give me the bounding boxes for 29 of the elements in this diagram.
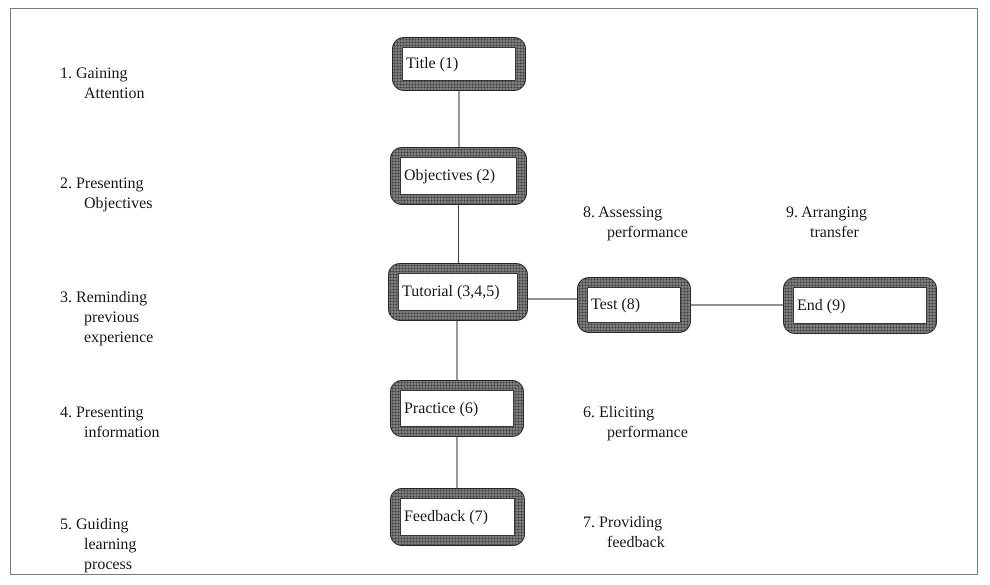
step-label: 1. Gaining Attention [60,64,146,104]
step-label: 2. Presenting Objectives [60,174,154,214]
box-label: Objectives (2) [404,167,496,185]
box-label: Tutorial (3,4,5) [402,283,501,301]
step-label: 6. Eliciting performance [583,403,689,443]
step-label: 5. Guiding learning process [60,515,138,575]
box-label: Test (8) [591,296,642,314]
step-label: 7. Providing feedback [583,513,666,553]
process-box [390,147,527,205]
process-box [388,263,528,321]
process-box [392,37,526,91]
step-label: 9. Arranging transfer [786,203,868,243]
connector-line [528,298,577,300]
process-box [783,277,937,334]
process-box [390,380,524,437]
box-label: Feedback (7) [404,508,489,526]
connector-line [456,437,458,488]
step-label: 8. Assessing performance [583,203,689,243]
process-box [577,277,691,333]
box-label: Practice (6) [404,400,480,418]
box-label: Title (1) [406,55,460,73]
step-label: 4. Presenting information [60,403,161,443]
process-box [390,488,525,546]
connector-line [456,321,458,380]
connector-line [458,91,460,147]
connector-line [458,205,460,263]
box-label: End (9) [797,296,846,314]
step-label: 3. Reminding previous experience [60,288,154,348]
connector-line [691,304,783,306]
